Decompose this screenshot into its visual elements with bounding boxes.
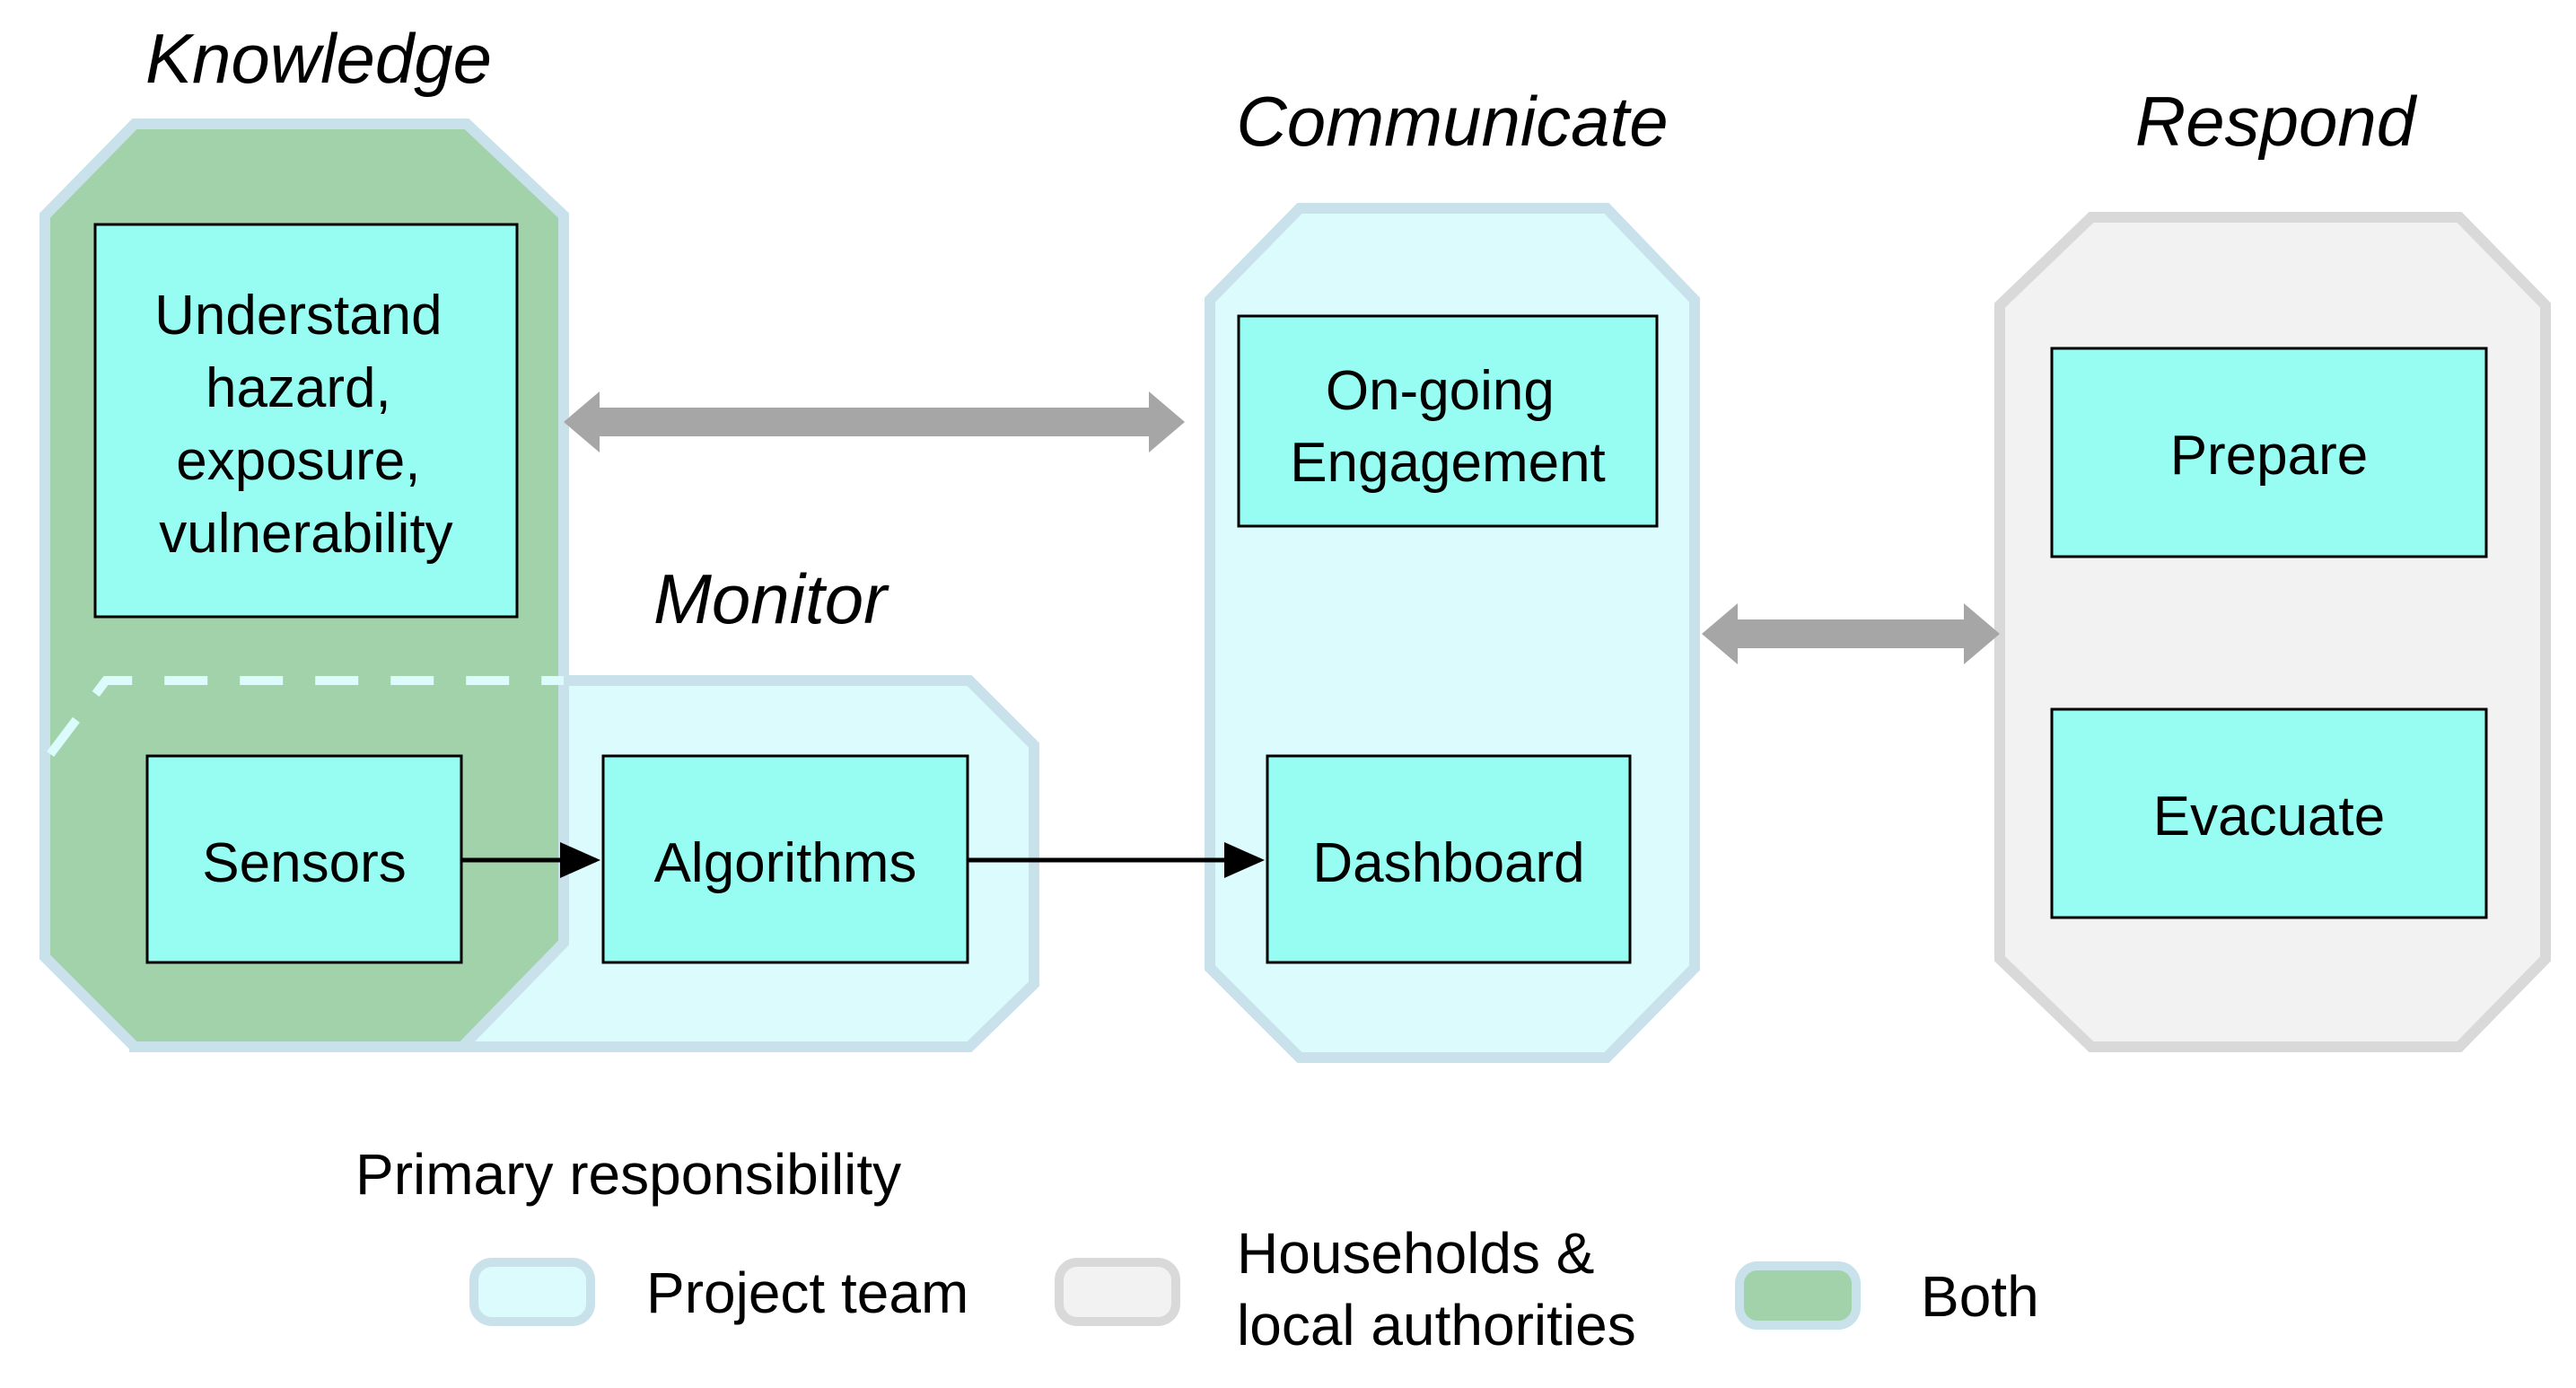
box-sensors-label: Sensors <box>202 832 406 894</box>
box-sensors <box>145 754 463 964</box>
box-prepare-label: Prepare <box>2170 425 2369 487</box>
box-dashboard <box>1266 754 1632 964</box>
legend-label-project-team: Project team <box>646 1261 968 1325</box>
legend-swatch-project-team <box>469 1258 595 1326</box>
box-evacuate <box>2050 707 2488 919</box>
legend-swatch-both <box>1735 1261 1861 1330</box>
heading-knowledge: Knowledge <box>145 19 492 98</box>
legend-swatch-households <box>1055 1258 1180 1326</box>
heading-respond: Respond <box>2135 82 2418 161</box>
legend-label-households: Households & local authorities <box>1237 1221 1636 1357</box>
box-understand-label: Understand hazard, exposure, vulnerabili… <box>154 285 458 565</box>
double-arrow-knowledge-communicate <box>564 391 1185 452</box>
heading-monitor: Monitor <box>653 559 889 638</box>
box-dashboard-label: Dashboard <box>1312 832 1584 894</box>
box-ongoing-engagement <box>1237 314 1659 528</box>
respond-region <box>1994 212 2551 1052</box>
box-evacuate-label: Evacuate <box>2153 786 2386 848</box>
legend-title: Primary responsibility <box>355 1142 901 1207</box>
box-algorithms-label: Algorithms <box>654 832 917 894</box>
knowledge-monitor-divider <box>47 676 564 758</box>
double-arrow-communicate-respond <box>1702 603 2000 664</box>
heading-communicate: Communicate <box>1236 82 1668 161</box>
box-understand <box>93 223 519 619</box>
box-ongoing-engagement-label: On-going Engagement <box>1290 360 1606 494</box>
box-prepare <box>2050 347 2488 558</box>
box-algorithms <box>601 754 969 964</box>
legend-label-both: Both <box>1921 1264 2039 1329</box>
